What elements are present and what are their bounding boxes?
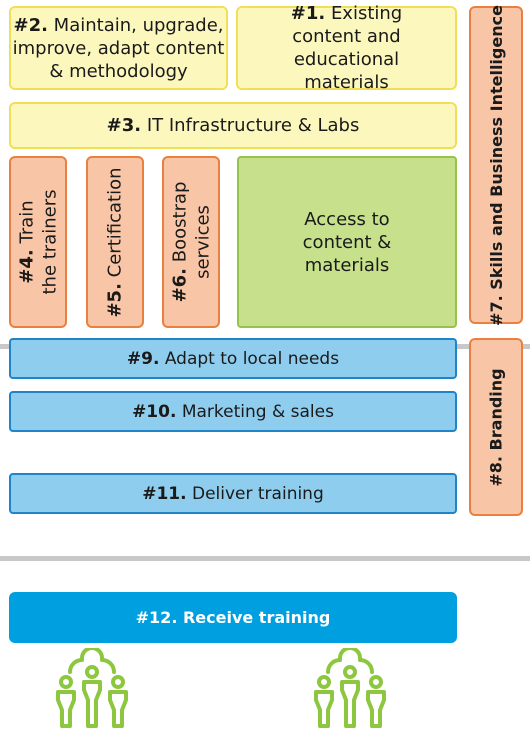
box-label-line1: Train — [16, 200, 38, 244]
box-number: #11. — [142, 483, 187, 504]
box-train-trainers: #4. Train the trainers — [9, 156, 67, 328]
box-branding: #8. Branding — [469, 338, 523, 516]
box-bootstrap-services: #6. Boostrap services — [162, 156, 220, 328]
box-label-line1: Boostrap — [169, 181, 191, 263]
box-label: Access to content & materials — [302, 208, 392, 276]
box-label-line2: the trainers — [39, 189, 61, 295]
box-label: Existing content and educational materia… — [292, 3, 403, 93]
box-existing-content: #1. Existing content and educational mat… — [236, 3, 457, 93]
box-maintain-upgrade: #2. Maintain, upgrade, improve, adapt co… — [9, 6, 228, 90]
box-label: Certification — [104, 166, 126, 277]
box-number: #3. — [106, 115, 142, 136]
people-group-icon — [56, 648, 128, 728]
box-skills-business-intelligence: #7. Skills and Business Intelligence — [469, 4, 523, 326]
box-number: #5. — [104, 282, 126, 318]
box-number: #10. — [132, 401, 177, 422]
box-label: Marketing & sales — [181, 401, 334, 422]
box-label: #12. Receive training — [135, 608, 331, 627]
box-adapt-local-needs: #9. Adapt to local needs — [9, 338, 457, 379]
box-number: #1. — [290, 3, 326, 24]
box-label: Deliver training — [191, 483, 324, 504]
box-number: #2. — [13, 14, 48, 36]
box-number: #9. — [126, 348, 160, 369]
box-deliver-training: #11. Deliver training — [9, 473, 457, 514]
box-label-line2: services — [192, 205, 214, 279]
box-access-content: Access to content & materials — [237, 156, 457, 328]
box-label: #8. Branding — [486, 367, 506, 487]
section-divider — [0, 556, 530, 561]
box-marketing-sales: #10. Marketing & sales — [9, 391, 457, 432]
people-group-icon — [314, 648, 386, 728]
box-label: IT Infrastructure & Labs — [146, 115, 360, 136]
box-label: #7. Skills and Business Intelligence — [486, 4, 506, 326]
box-number: #6. — [169, 267, 191, 303]
box-label: Adapt to local needs — [164, 348, 340, 369]
box-certification: #5. Certification — [86, 156, 144, 328]
box-label: Maintain, upgrade, improve, adapt conten… — [12, 14, 225, 82]
box-number: #4. — [16, 249, 38, 284]
box-receive-training: #12. Receive training — [9, 592, 457, 643]
box-it-infrastructure: #3. IT Infrastructure & Labs — [9, 102, 457, 149]
